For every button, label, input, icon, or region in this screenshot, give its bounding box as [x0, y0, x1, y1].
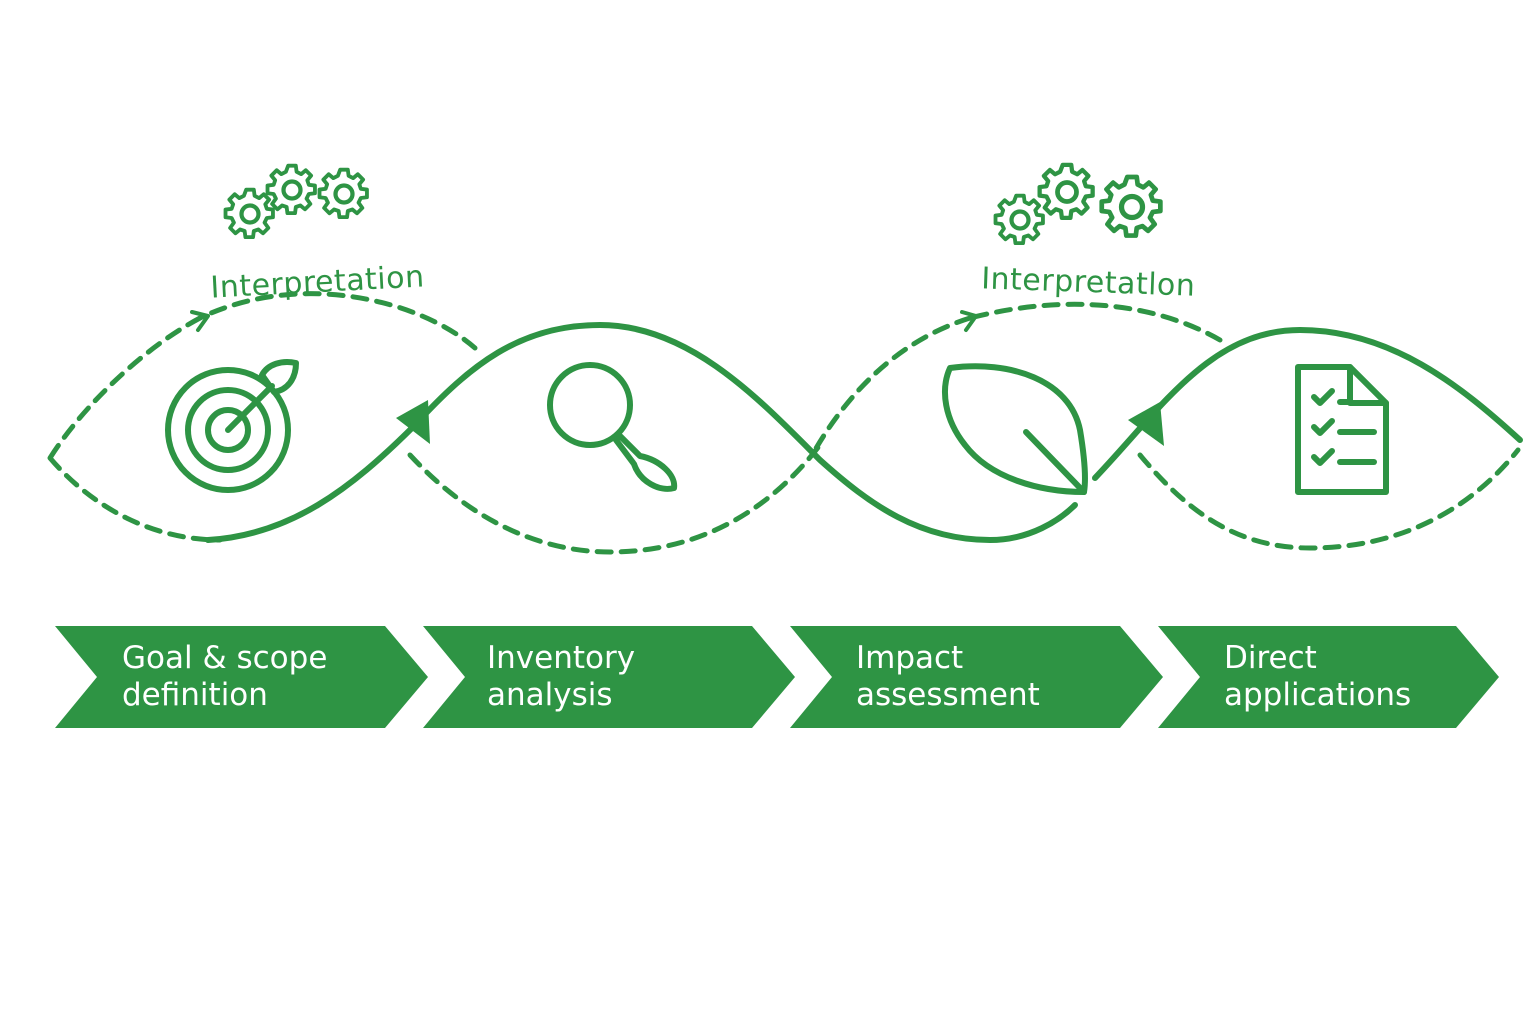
step-inventory: Inventory analysis: [423, 626, 795, 728]
main-flow-wave: [205, 322, 1523, 543]
step-label-line2: analysis: [487, 677, 613, 713]
chevron-banner: [423, 626, 795, 728]
checklist-document-icon: [1295, 364, 1389, 495]
chevron-banner: [55, 626, 428, 728]
interpretation-label: Interpretatlon: [981, 261, 1196, 303]
leaf-icon: [942, 363, 1088, 495]
magnifier-icon: [547, 362, 678, 492]
flow-arrow-2: [1128, 402, 1164, 446]
step-impact: Impact assessment: [790, 626, 1163, 728]
step-label-line1: Goal & scope: [122, 640, 327, 676]
interpretation-loop-2: [812, 301, 1521, 551]
step-direct-applications: Direct applications: [1158, 626, 1499, 728]
flow-arrow-1: [396, 400, 430, 444]
interpretation-loop-1: [47, 291, 823, 555]
step-label-line1: Direct: [1224, 640, 1317, 676]
gears-icon: [996, 165, 1161, 243]
step-label-line1: Impact: [856, 640, 963, 676]
chevron-banner: [1158, 626, 1499, 728]
interpretation-label: Interpretation: [210, 259, 426, 305]
chevron-banner: [790, 626, 1163, 728]
target-icon: [165, 359, 299, 493]
gears-icon: [226, 166, 367, 237]
step-label-line2: definition: [122, 677, 268, 713]
step-label-line2: assessment: [856, 677, 1040, 713]
step-goal-scope: Goal & scope definition: [55, 626, 428, 728]
step-label-line2: applications: [1224, 677, 1411, 713]
step-label-line1: Inventory: [487, 640, 635, 676]
